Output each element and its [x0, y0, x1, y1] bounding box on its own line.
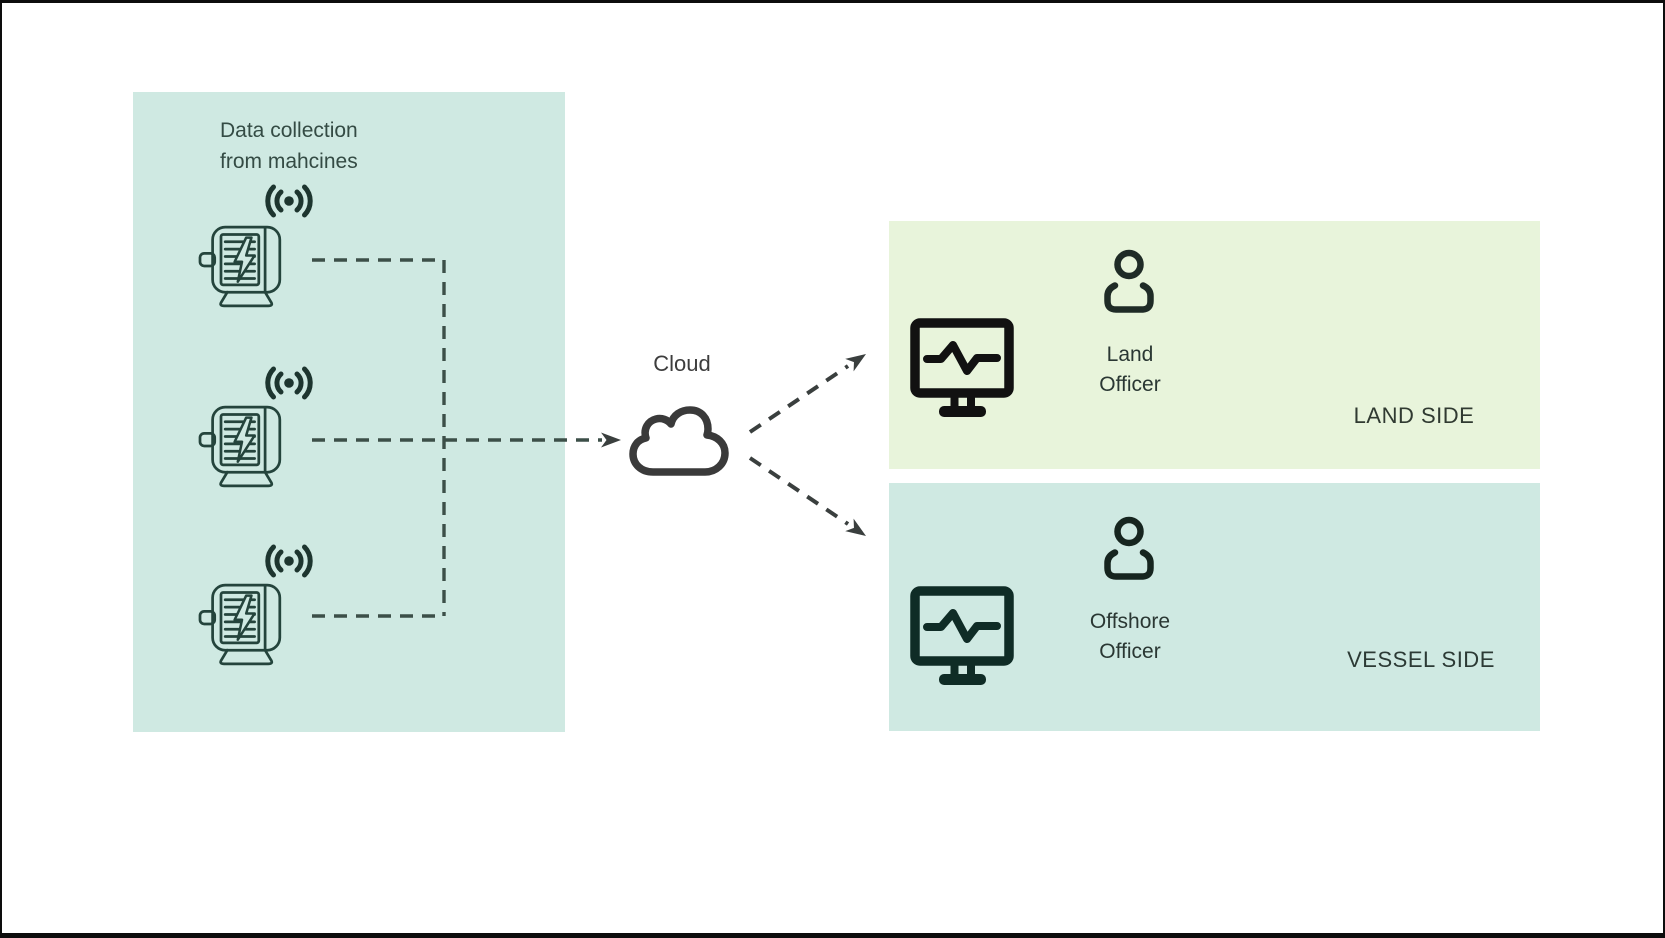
- cloud-icon: [629, 406, 729, 476]
- electric-motor-icon: [198, 583, 282, 666]
- arrow-to-land: [748, 364, 850, 434]
- wireless-signal-icon: [265, 544, 313, 578]
- electric-motor-icon: [198, 225, 282, 308]
- machine-connector-lines: [312, 258, 621, 618]
- land-officer-label: Land Officer: [1099, 343, 1161, 396]
- electric-motor-icon: [198, 405, 282, 488]
- arrowhead-to-vessel: [845, 518, 866, 536]
- arrowhead-to-land: [845, 354, 866, 372]
- vessel-side-panel: [889, 483, 1540, 731]
- offshore-officer-label: Offshore Officer: [1089, 610, 1171, 663]
- data-collection-title: Data collection from mahcines: [220, 119, 358, 173]
- person-icon: [1104, 516, 1154, 580]
- arrow-to-vessel: [748, 456, 850, 526]
- wireless-signal-icon: [265, 184, 313, 218]
- arrowhead-to-cloud: [601, 432, 621, 448]
- monitor-pulse-icon: [910, 318, 1014, 417]
- cloud-output-arrows: [748, 354, 866, 536]
- person-icon: [1104, 249, 1154, 313]
- cloud-label: Cloud: [653, 351, 711, 376]
- land-side-panel: [889, 221, 1540, 469]
- vessel-side-label: VESSEL SIDE: [1347, 647, 1495, 672]
- diagram-shapes: [198, 184, 1154, 685]
- monitor-pulse-icon: [910, 586, 1014, 685]
- land-side-label: LAND SIDE: [1353, 403, 1475, 428]
- data-collection-panel: [133, 92, 565, 732]
- wireless-signal-icon: [265, 366, 313, 400]
